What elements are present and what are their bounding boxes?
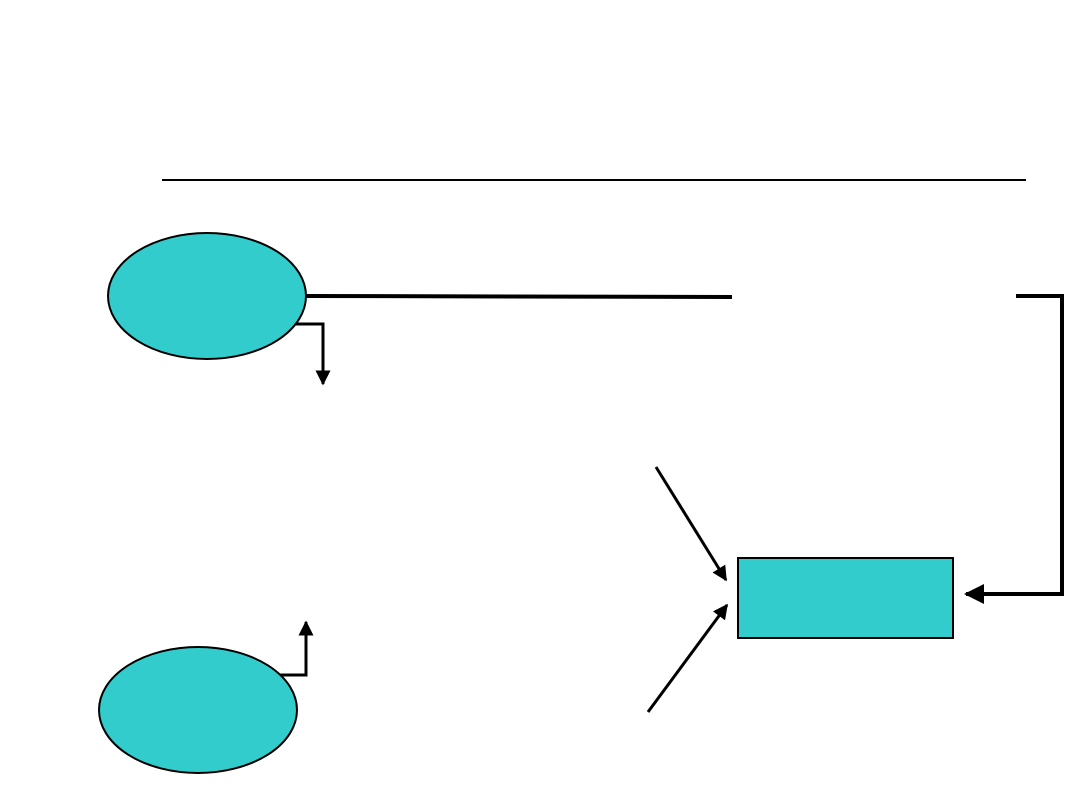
top-ellipse-to-right-box-connector	[303, 294, 733, 299]
top-ellipse[interactable]	[107, 232, 307, 360]
lower-diagonal-arrow	[646, 603, 729, 713]
top-ellipse-to-right-box-connector-return	[964, 294, 1064, 604]
bottom-ellipse-up-arrow	[277, 620, 314, 677]
upper-diagonal-arrow	[654, 466, 728, 582]
right-box[interactable]	[737, 557, 954, 639]
bottom-ellipse[interactable]	[98, 646, 298, 774]
top-ellipse-down-arrow	[296, 322, 331, 386]
